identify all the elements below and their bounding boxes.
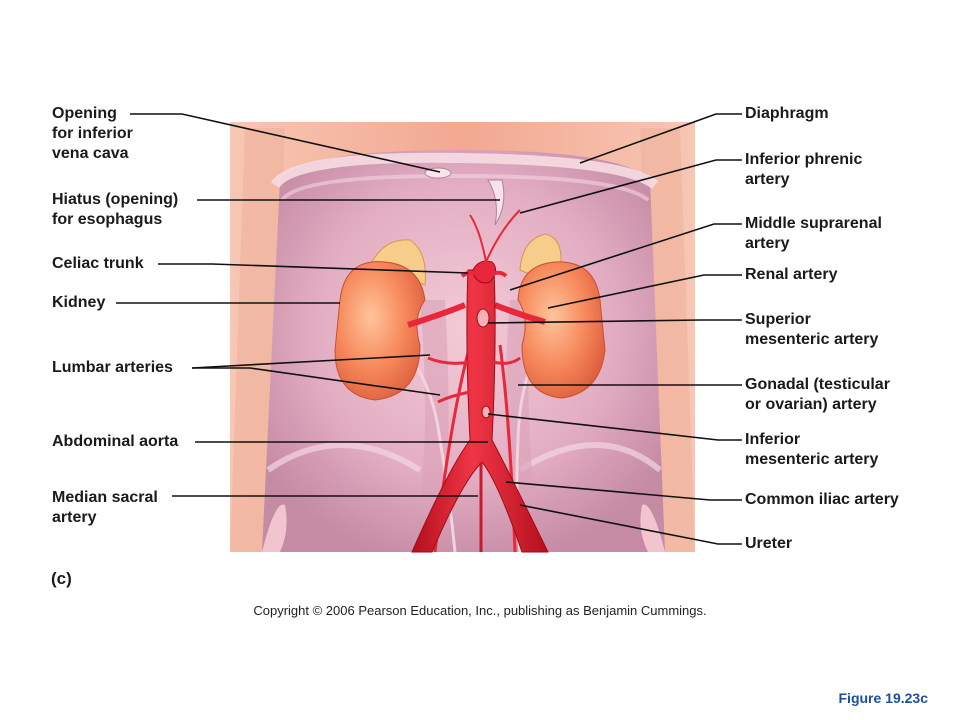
label-esophageal-hiatus: Hiatus (opening)for esophagus [52, 191, 179, 228]
label-abdominal-aorta: Abdominal aorta [52, 433, 179, 450]
label-celiac-trunk: Celiac trunk [52, 255, 144, 272]
panel-label: (c) [51, 569, 72, 588]
label-renal-artery: Renal artery [745, 266, 838, 283]
esophageal-hiatus [487, 179, 505, 226]
superior-mesenteric-origin [476, 308, 490, 328]
leader-lines [116, 113, 742, 545]
figure-number: Figure 19.23c [838, 690, 929, 706]
label-lumbar-arteries: Lumbar arteries [52, 359, 173, 376]
abdominal-cavity [262, 150, 665, 552]
label-diaphragm: Diaphragm [745, 105, 829, 122]
label-common-iliac-artery: Common iliac artery [745, 491, 899, 508]
copyright-notice: Copyright © 2006 Pearson Education, Inc.… [253, 603, 707, 618]
right-kidney [517, 233, 606, 399]
diaphragm-dome [270, 152, 659, 190]
renal-arteries [407, 302, 546, 328]
left-kidney [334, 239, 426, 401]
aorta [411, 209, 549, 553]
label-kidney: Kidney [52, 294, 106, 311]
label-ureter: Ureter [745, 535, 793, 552]
inferior-mesenteric-origin [481, 405, 491, 419]
